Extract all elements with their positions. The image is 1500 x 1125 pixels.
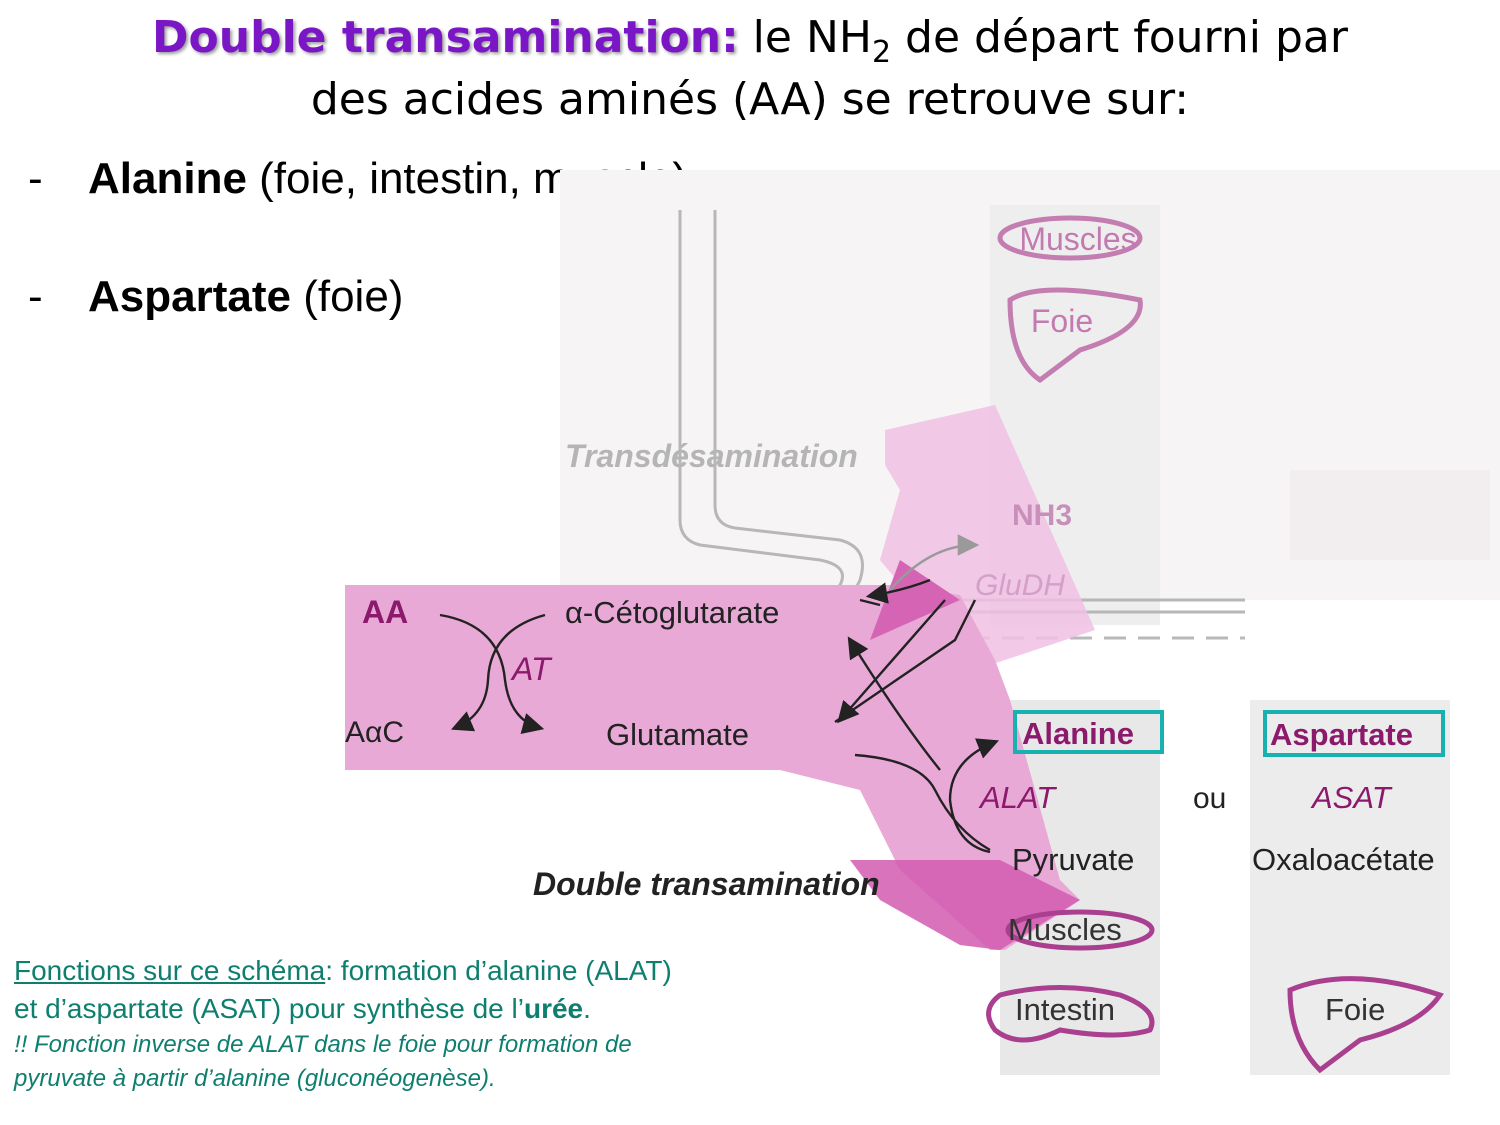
function-note: Fonctions sur ce schéma: formation d’ala… [14, 952, 672, 1096]
label-foie-top: Foie [1031, 303, 1093, 339]
label-transdesamination: Transdésamination [565, 438, 858, 474]
main-pink-band [345, 585, 1080, 950]
aspartate-highlight-box [1263, 710, 1445, 757]
pink-wedge-top [870, 560, 960, 640]
note-line-1: Fonctions sur ce schéma: formation d’ala… [14, 952, 672, 990]
note-line2-after: . [583, 993, 591, 1024]
alanine-highlight-box [1013, 710, 1164, 754]
note-italic-line-2: pyruvate à partir d’alanine (gluconéogen… [14, 1065, 496, 1092]
label-pyruvate: Pyruvate [1012, 842, 1134, 877]
label-ou: ou [1193, 782, 1226, 815]
label-aa: AA [362, 594, 408, 630]
reaction-arrows [439, 598, 1000, 854]
label-oxaloacetate: Oxaloacétate [1252, 842, 1435, 877]
title-text-a: le NH [738, 12, 872, 63]
title-text-b: de départ fourni par [891, 12, 1348, 63]
note-italic-line-1: !! Fonction inverse de ALAT dans le foie… [14, 1031, 632, 1058]
nh3-release-arrow [889, 534, 980, 591]
tissue-outlines-bottom [986, 909, 1444, 1074]
bullet-detail: (foie) [290, 272, 404, 321]
label-foie-bottom: Foie [1325, 992, 1385, 1027]
tissue-column-right [1250, 700, 1450, 1075]
label-alat: ALAT [978, 780, 1057, 815]
note-link[interactable]: Fonctions sur ce schéma [14, 955, 326, 986]
title-emphasis: Double transamination: [152, 12, 739, 63]
label-intestin: Intestin [1015, 992, 1115, 1027]
bullet-term: Aspartate [88, 272, 291, 321]
tissue-outlines-top [997, 215, 1143, 384]
note-line2-before: et d’aspartate (ASAT) pour synthèse de l… [14, 993, 524, 1024]
bullet-dash: - [28, 272, 43, 321]
label-alanine: Alanine [1022, 716, 1134, 751]
bullet-dash: - [28, 154, 43, 203]
label-gludh: GluDH [975, 569, 1065, 602]
note-line1-rest: : formation d’alanine (ALAT) [325, 955, 672, 986]
label-asat: ASAT [1310, 780, 1393, 815]
label-at: AT [510, 651, 553, 687]
to-cetoglutarate-arrow [865, 578, 931, 604]
label-muscles-bottom: Muscles [1008, 912, 1122, 947]
label-double-transamination: Double transamination [533, 866, 880, 902]
note-uree: urée [523, 993, 584, 1024]
label-cetoglutarate: α-Cétoglutarate [565, 595, 779, 630]
title-subscript: 2 [871, 34, 892, 70]
label-nh3: NH3 [1012, 499, 1072, 532]
bullet-term: Alanine [88, 154, 247, 203]
bullet-aspartate: -Aspartate (foie) [28, 270, 403, 324]
label-aspartate: Aspartate [1270, 717, 1413, 752]
label-aac: AαC [345, 716, 404, 749]
label-muscles-top: Muscles [1019, 221, 1136, 257]
note-line-2: et d’aspartate (ASAT) pour synthèse de l… [14, 990, 672, 1028]
slide-title-line2: des acides aminés (AA) se retrouve sur: [310, 74, 1190, 125]
label-glutamate: Glutamate [606, 717, 749, 752]
faded-label-zone [1290, 470, 1490, 560]
slide-title: Double transamination: le NH2 de départ … [0, 10, 1500, 81]
pink-arrow-head [850, 860, 1080, 950]
